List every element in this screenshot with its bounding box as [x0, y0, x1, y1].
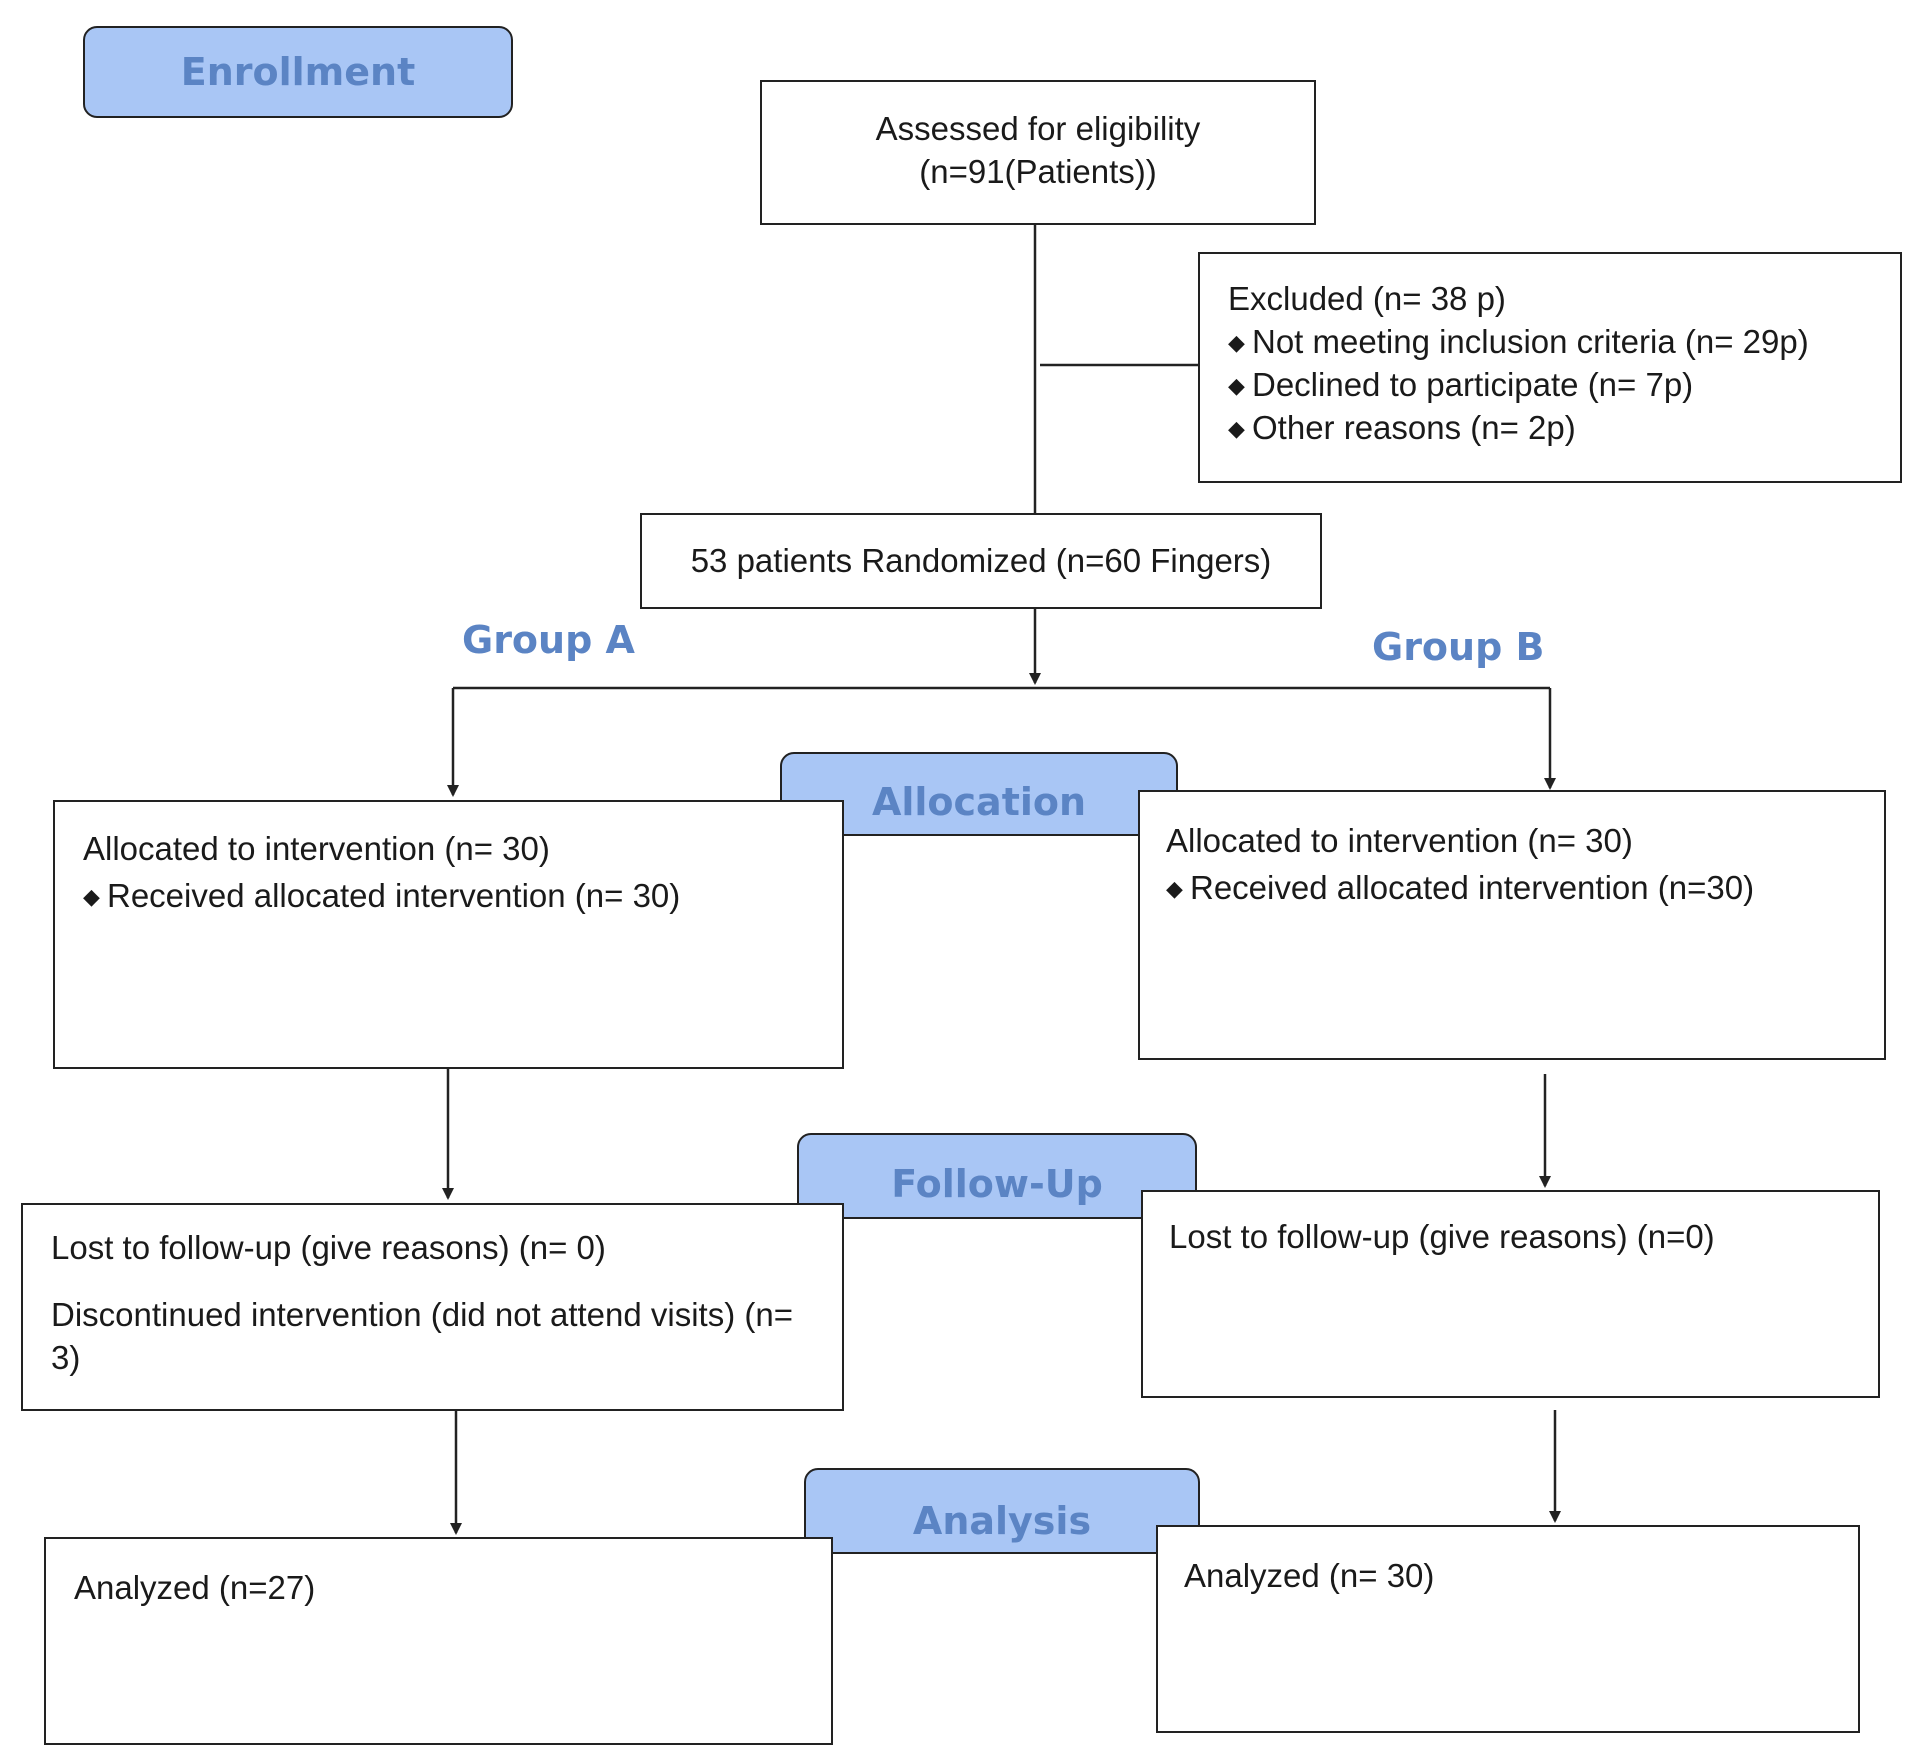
group-b-analysis-box: Analyzed (n= 30) [1156, 1525, 1860, 1733]
group-a-allocated: Allocated to intervention (n= 30) [83, 830, 550, 867]
bullet-icon: ◆ [1228, 415, 1245, 441]
assessed-box: Assessed for eligibility (n=91(Patients)… [760, 80, 1316, 225]
group-b-analyzed: Analyzed (n= 30) [1184, 1557, 1435, 1594]
group-b-lost: Lost to follow-up (give reasons) (n=0) [1169, 1218, 1715, 1255]
group-a-discontinued: Discontinued intervention (did not atten… [51, 1295, 793, 1376]
bullet-icon: ◆ [1228, 329, 1245, 355]
group-b-allocation-box: Allocated to intervention (n= 30) ◆Recei… [1138, 790, 1886, 1060]
group-b-label: Group B [1372, 625, 1545, 669]
excluded-box: Excluded (n= 38 p) ◆Not meeting inclusio… [1198, 252, 1902, 483]
group-b-received: ◆Received allocated intervention (n=30) [1166, 868, 1755, 906]
stage-analysis: Analysis [804, 1468, 1200, 1554]
group-a-allocation-box: Allocated to intervention (n= 30) ◆Recei… [53, 800, 844, 1069]
group-a-lost: Lost to follow-up (give reasons) (n= 0) [51, 1229, 606, 1266]
group-a-followup-box: Lost to follow-up (give reasons) (n= 0) … [21, 1203, 844, 1411]
group-b-allocated: Allocated to intervention (n= 30) [1166, 822, 1633, 859]
randomized-box: 53 patients Randomized (n=60 Fingers) [640, 513, 1322, 609]
bullet-icon: ◆ [83, 883, 100, 909]
stage-enrollment: Enrollment [83, 26, 513, 118]
group-b-followup-box: Lost to follow-up (give reasons) (n=0) [1141, 1190, 1880, 1398]
bullet-icon: ◆ [1166, 875, 1183, 901]
assessed-line1: Assessed for eligibility [875, 110, 1201, 147]
bullet-icon: ◆ [1228, 372, 1245, 398]
excluded-item: ◆Not meeting inclusion criteria (n= 29p) [1228, 322, 1809, 360]
stage-follow-up: Follow-Up [797, 1133, 1197, 1219]
group-a-received: ◆Received allocated intervention (n= 30) [83, 876, 681, 914]
excluded-title: Excluded (n= 38 p) [1228, 280, 1506, 317]
excluded-item: ◆Other reasons (n= 2p) [1228, 408, 1576, 446]
group-a-analyzed: Analyzed (n=27) [74, 1569, 316, 1606]
excluded-item: ◆Declined to participate (n= 7p) [1228, 365, 1694, 403]
group-a-label: Group A [462, 618, 635, 662]
stage-allocation: Allocation [780, 752, 1178, 836]
assessed-line2: (n=91(Patients)) [919, 152, 1157, 190]
group-a-analysis-box: Analyzed (n=27) [44, 1537, 833, 1745]
